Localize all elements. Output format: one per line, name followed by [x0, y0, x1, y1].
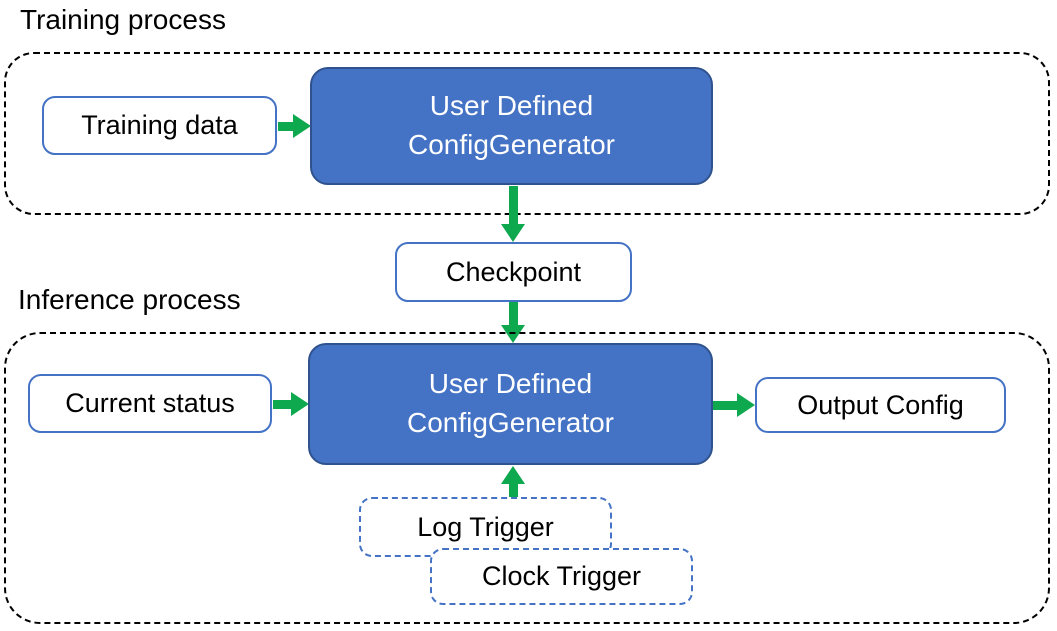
arrow-head — [501, 224, 525, 242]
arrow-shaft — [508, 484, 518, 497]
training-data-box: Training data — [42, 96, 277, 155]
current-status-label: Current status — [65, 388, 235, 418]
arrow-down-icon-checkpoint-to-inference-generator — [501, 302, 525, 343]
arrow-down-icon-generator-to-checkpoint — [501, 186, 525, 242]
arrow-head — [291, 392, 309, 416]
training-generator-label-line2: ConfigGenerator — [407, 129, 615, 160]
arrow-right-icon-current-status-to-generator — [273, 392, 309, 416]
arrow-head — [293, 114, 311, 138]
training-process-title: Training process — [20, 4, 226, 35]
inference-process-title: Inference process — [18, 284, 241, 315]
arrow-shaft — [508, 186, 518, 224]
checkpoint-box: Checkpoint — [395, 242, 632, 302]
arrow-shaft — [278, 121, 293, 131]
inference-generator-label-line2: ConfigGenerator — [406, 407, 614, 438]
arrow-right-icon-generator-to-output-config — [713, 393, 755, 417]
checkpoint-label: Checkpoint — [445, 256, 582, 287]
training-data-label: Training data — [81, 110, 238, 140]
clock-trigger-label: Clock Trigger — [481, 561, 642, 591]
output-config-box: Output Config — [755, 377, 1006, 433]
inference-generator-label-line1: User Defined — [428, 368, 593, 400]
arrow-head — [501, 466, 525, 484]
arrow-shaft — [713, 400, 737, 410]
arrow-shaft — [508, 302, 518, 325]
clock-trigger-box: Clock Trigger — [430, 548, 693, 605]
training-config-generator-box: User Defined ConfigGenerator — [310, 67, 713, 185]
arrow-right-icon-training-data-to-generator — [278, 114, 311, 138]
current-status-box: Current status — [28, 374, 272, 433]
arrow-shaft — [273, 399, 291, 409]
arrow-up-icon-triggers-to-generator — [501, 466, 525, 497]
inference-process-container — [4, 332, 1050, 624]
arrow-head — [737, 393, 755, 417]
training-process-container — [4, 52, 1050, 215]
log-trigger-label: Log Trigger — [417, 511, 554, 542]
inference-config-generator-box: User Defined ConfigGenerator — [308, 343, 713, 465]
training-generator-label-line1: User Defined — [429, 90, 594, 122]
arrow-head — [501, 325, 525, 343]
output-config-label: Output Config — [797, 389, 964, 420]
